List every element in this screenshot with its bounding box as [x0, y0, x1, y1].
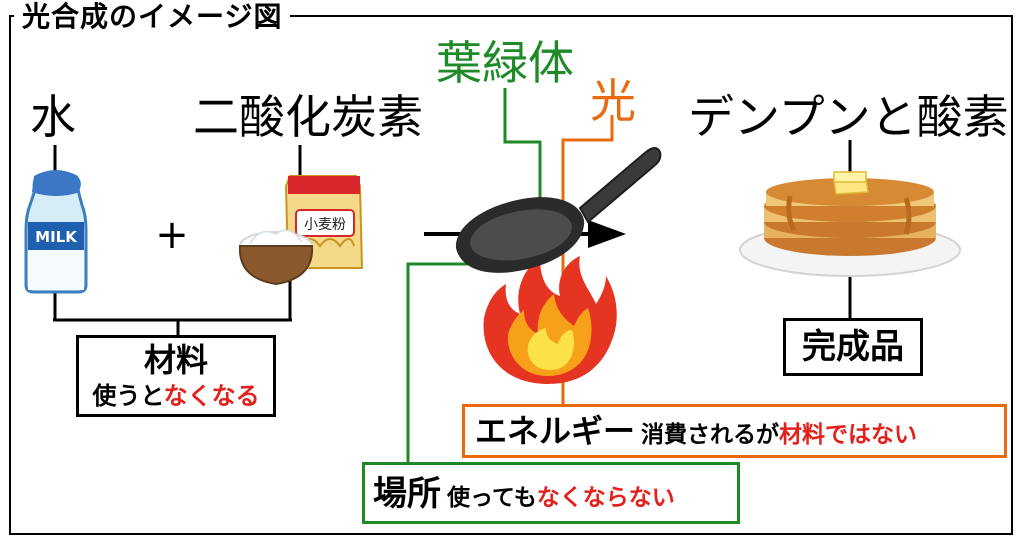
chloroplast-connector [406, 88, 542, 462]
flame-icon [483, 256, 617, 384]
place-box: 場所使ってもなくならない [362, 462, 740, 524]
flour-bag-label: 小麦粉 [304, 217, 346, 233]
place-note-emphasis: なくならない [536, 485, 675, 511]
place-heading: 場所 [373, 474, 441, 514]
product-box: 完成品 [783, 318, 923, 376]
milk-bottle-icon: MILK [24, 170, 88, 294]
chloroplast-label: 葉緑体 [436, 36, 574, 90]
materials-note-emphasis: なくなる [163, 382, 260, 410]
materials-note: 使うとなくなる [79, 384, 273, 408]
materials-box: 材料 使うとなくなる [76, 335, 276, 417]
frying-pan-icon [455, 147, 662, 273]
materials-note-prefix: 使うと [92, 382, 164, 410]
product-heading: 完成品 [802, 327, 904, 367]
place-note-prefix: 使っても [447, 485, 537, 511]
materials-heading: 材料 [143, 341, 208, 379]
milk-label: MILK [35, 228, 78, 246]
connector-lines [53, 140, 852, 335]
energy-line: エネルギー消費されるが材料ではない [475, 415, 917, 447]
water-label: 水 [30, 90, 76, 144]
flour-bowl-icon [238, 229, 314, 286]
diagram-title: 光合成のイメージ図 [14, 0, 291, 34]
energy-box: エネルギー消費されるが材料ではない [462, 404, 1007, 458]
energy-note-prefix: 消費されるが [641, 422, 780, 448]
pancakes-icon [739, 171, 961, 277]
plus-sign: + [155, 212, 189, 258]
energy-note-emphasis: 材料ではない [779, 422, 918, 448]
products-label: デンプンと酸素 [688, 90, 1009, 144]
light-label: 光 [590, 74, 636, 128]
diagram-frame [9, 15, 1013, 535]
energy-heading: エネルギー [475, 412, 636, 450]
co2-label: 二酸化炭素 [193, 90, 423, 144]
place-line: 場所使ってもなくならない [373, 477, 675, 511]
